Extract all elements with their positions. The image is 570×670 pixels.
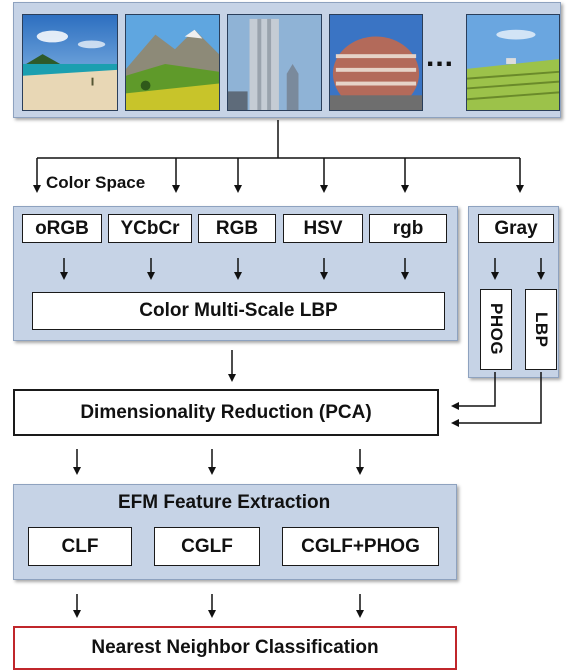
lbp-box: LBP (525, 289, 557, 370)
stadium-image (329, 14, 423, 111)
phog-label: PHOG (487, 303, 506, 356)
phog-box: PHOG (480, 289, 512, 370)
vineyard-image (466, 14, 560, 111)
feature-cglf-phog: CGLF+PHOG (282, 527, 439, 566)
pca-box: Dimensionality Reduction (PCA) (13, 389, 439, 436)
skyscraper-image (227, 14, 322, 111)
color-multiscale-lbp-box: Color Multi-Scale LBP (32, 292, 445, 330)
color-space-rgb: RGB (198, 214, 276, 243)
beach-image (22, 14, 118, 111)
color-space-rgb-normalized: rgb (369, 214, 447, 243)
color-space-label: Color Space (46, 173, 146, 192)
gray-box: Gray (478, 214, 554, 243)
efm-title: EFM Feature Extraction (118, 492, 331, 513)
feature-clf: CLF (28, 527, 132, 566)
feature-cglf: CGLF (154, 527, 260, 566)
color-space-hsv: HSV (283, 214, 363, 243)
nearest-neighbor-box: Nearest Neighbor Classification (13, 626, 457, 670)
mountain-image (125, 14, 220, 111)
ellipsis-text: ... (426, 40, 455, 73)
lbp-label: LBP (532, 311, 551, 348)
color-space-ycbcr: YCbCr (108, 214, 192, 243)
color-space-orgb: oRGB (22, 214, 102, 243)
